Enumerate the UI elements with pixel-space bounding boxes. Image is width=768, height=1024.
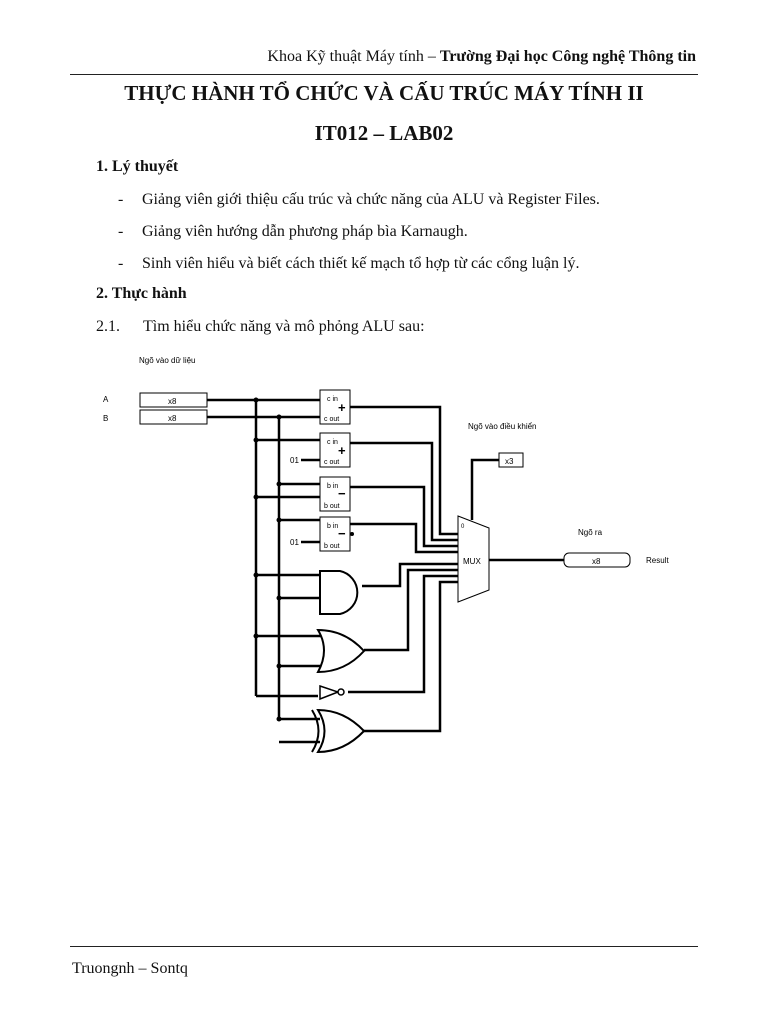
bullet-text: Sinh viên hiểu và biết cách thiết kế mạc… [142, 255, 580, 272]
subtractor-block [319, 476, 351, 512]
doc-title: THỰC HÀNH TỔ CHỨC VÀ CẤU TRÚC MÁY TÍNH I… [124, 81, 644, 105]
block-in-label: b in [327, 523, 338, 530]
block-out-label: c out [324, 416, 339, 423]
input-b-width: x8 [168, 414, 177, 423]
output-label: Ngõ ra [578, 528, 603, 537]
footer-authors: Truongnh – Sontq [72, 960, 188, 977]
input-a-label: A [103, 395, 109, 404]
control-width: x3 [505, 457, 514, 466]
subsection-text: Tìm hiểu chức năng và mô phỏng ALU sau: [143, 318, 425, 335]
subsection-number: 2.1. [96, 318, 120, 335]
doc-code: IT012 – LAB02 [314, 121, 454, 145]
result-output-pin [563, 552, 631, 568]
output-width: x8 [592, 557, 601, 566]
not-gate [319, 684, 341, 701]
section-1-heading: 1. Lý thuyết [96, 158, 179, 175]
mux [457, 515, 490, 603]
subtractor-block [319, 516, 351, 552]
xor-gate [316, 708, 366, 754]
input-a-width: x8 [168, 397, 177, 406]
control-input-label: Ngõ vào điều khiển [468, 422, 537, 431]
page-header: Khoa Kỹ thuật Máy tính – Trường Đại học … [267, 48, 696, 66]
bullet-item: -Sinh viên hiểu và biết cách thiết kế mạ… [118, 255, 580, 272]
result-label: Result [646, 556, 669, 565]
bullet-text: Giảng viên giới thiệu cấu trúc và chức n… [142, 191, 600, 208]
block-in-label: c in [327, 396, 338, 403]
mux-select-label: 0 [461, 524, 465, 530]
const-01-sub: 01 [290, 538, 299, 547]
header-university: Trường Đại học Công nghệ Thông tin [439, 48, 696, 65]
block-out-label: b out [324, 503, 340, 510]
block-in-label: c in [327, 439, 338, 446]
mux-label: MUX [463, 557, 481, 566]
header-dept: Khoa Kỹ thuật Máy tính [267, 48, 424, 65]
and-gate [319, 570, 359, 615]
header-rule [70, 74, 698, 75]
adder-block [319, 432, 351, 468]
block-in-label: b in [327, 483, 338, 490]
block-op-symbol: + [338, 443, 346, 458]
bullet-item: -Giảng viên giới thiệu cấu trúc và chức … [118, 191, 600, 208]
block-out-label: c out [324, 459, 339, 466]
or-gate [316, 628, 366, 674]
bullet-item: -Giảng viên hướng dẫn phương pháp bìa Ka… [118, 223, 468, 240]
block-out-label: b out [324, 543, 340, 550]
footer-rule [70, 946, 698, 947]
block-op-symbol: − [338, 526, 346, 541]
section-2-heading: 2. Thực hành [96, 285, 187, 302]
block-op-symbol: + [338, 400, 346, 415]
bullet-text: Giảng viên hướng dẫn phương pháp bìa Kar… [142, 223, 468, 240]
input-b-label: B [103, 414, 108, 423]
header-sep: – [423, 48, 440, 65]
const-01-add: 01 [290, 456, 299, 465]
data-input-label: Ngõ vào dữ liệu [139, 356, 196, 365]
adder-block [319, 389, 351, 425]
control-input-pin [498, 452, 524, 468]
subsection-2-1: 2.1. Tìm hiểu chức năng và mô phỏng ALU s… [96, 318, 425, 336]
block-op-symbol: − [338, 486, 346, 501]
